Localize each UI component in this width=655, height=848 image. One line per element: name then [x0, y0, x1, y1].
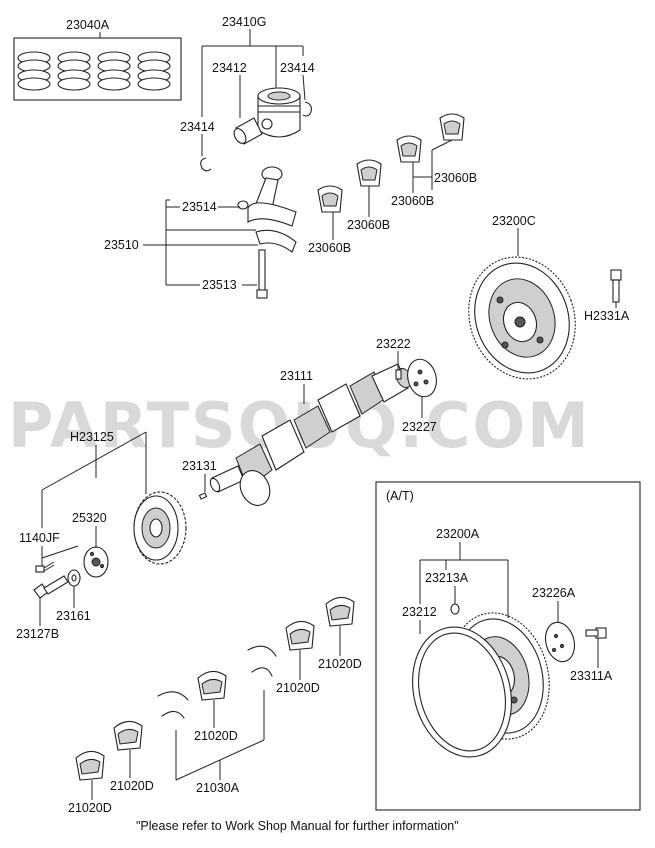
label-23412[interactable]: 23412 [212, 61, 247, 75]
label-21030A[interactable]: 21030A [196, 781, 240, 795]
washer-23161[interactable] [67, 569, 81, 587]
label-21020D-4[interactable]: 21020D [276, 681, 320, 695]
label-23513[interactable]: 23513 [202, 278, 237, 292]
crank-plate-23227[interactable] [404, 356, 441, 400]
damper-pulley-H23125[interactable] [133, 491, 187, 565]
thrust-bearing-21030A-1[interactable] [157, 691, 189, 719]
label-23060B-3[interactable]: 23060B [391, 194, 434, 208]
label-21020D-2[interactable]: 21020D [110, 779, 154, 793]
bolt-23127B[interactable] [33, 575, 69, 599]
label-H23125[interactable]: H23125 [70, 430, 114, 444]
footer-note: "Please refer to Work Shop Manual for fu… [136, 819, 459, 833]
label-23161[interactable]: 23161 [56, 609, 91, 623]
key-23131[interactable] [198, 492, 208, 500]
hub-25320[interactable] [83, 546, 109, 578]
piston-pin-23412[interactable] [232, 117, 263, 145]
rod-bearing-21020D-3[interactable] [197, 670, 227, 701]
bolt-1140JF[interactable] [35, 561, 55, 573]
rod-bearing-21020D-4[interactable] [285, 620, 315, 651]
label-23060B-2[interactable]: 23060B [347, 218, 390, 232]
label-23222[interactable]: 23222 [376, 337, 411, 351]
label-23410G[interactable]: 23410G [222, 15, 266, 29]
label-23212[interactable]: 23212 [402, 605, 437, 619]
label-23226A[interactable]: 23226A [532, 586, 576, 600]
rod-bearing-21020D-2[interactable] [113, 720, 143, 751]
snap-ring-23414-left[interactable] [200, 157, 212, 172]
spacer-23213A[interactable] [450, 603, 460, 615]
flywheel-23200C[interactable] [452, 242, 592, 394]
label-25320[interactable]: 25320 [72, 511, 107, 525]
label-23514[interactable]: 23514 [182, 200, 217, 214]
label-21020D-1[interactable]: 21020D [68, 801, 112, 815]
rod-bolt-23513[interactable] [256, 249, 268, 299]
flywheel-bolt-H2331A[interactable] [610, 269, 622, 303]
main-bearing-23060B-3[interactable] [396, 135, 422, 163]
label-23131[interactable]: 23131 [182, 459, 217, 473]
label-23111[interactable]: 23111 [280, 369, 313, 383]
snap-ring-23414-right[interactable] [302, 101, 312, 117]
rod-cap-23510[interactable] [255, 229, 297, 253]
plate-23226A[interactable] [541, 619, 578, 665]
at-variant-title: (A/T) [386, 489, 414, 503]
label-23510[interactable]: 23510 [104, 238, 139, 252]
piston-rings-23040A[interactable] [13, 37, 182, 101]
label-23127B[interactable]: 23127B [16, 627, 59, 641]
label-23311A[interactable]: 23311A [570, 669, 613, 683]
main-bearing-23060B-4[interactable] [439, 113, 465, 141]
label-23414-right[interactable]: 23414 [280, 61, 315, 75]
label-23060B-1[interactable]: 23060B [308, 241, 351, 255]
label-23414-left[interactable]: 23414 [180, 120, 215, 134]
label-21020D-3[interactable]: 21020D [194, 729, 238, 743]
main-bearing-23060B-2[interactable] [356, 159, 382, 187]
label-23227[interactable]: 23227 [402, 420, 437, 434]
label-21020D-5[interactable]: 21020D [318, 657, 362, 671]
label-23200C[interactable]: 23200C [492, 214, 536, 228]
label-H2331A[interactable]: H2331A [584, 309, 630, 323]
thrust-bearing-21030A-2[interactable] [247, 645, 277, 677]
ring-gear-23212[interactable] [399, 616, 526, 768]
rod-nut-23514[interactable] [237, 200, 249, 210]
ring-set [17, 51, 171, 91]
rod-bearing-21020D-5[interactable] [325, 596, 355, 627]
label-23060B-4[interactable]: 23060B [434, 171, 477, 185]
rod-bearing-21020D-1[interactable] [75, 750, 105, 781]
main-bearing-23060B-1[interactable] [317, 185, 343, 213]
connecting-rod-23510[interactable] [247, 166, 297, 227]
label-23213A[interactable]: 23213A [425, 571, 469, 585]
piston-23410G[interactable] [257, 87, 301, 138]
label-1140JF[interactable]: 1140JF [19, 531, 60, 545]
label-23200A[interactable]: 23200A [436, 527, 480, 541]
bolt-23311A[interactable] [585, 627, 607, 639]
dowel-pin-23222[interactable] [395, 369, 402, 380]
label-23040A[interactable]: 23040A [66, 18, 110, 32]
